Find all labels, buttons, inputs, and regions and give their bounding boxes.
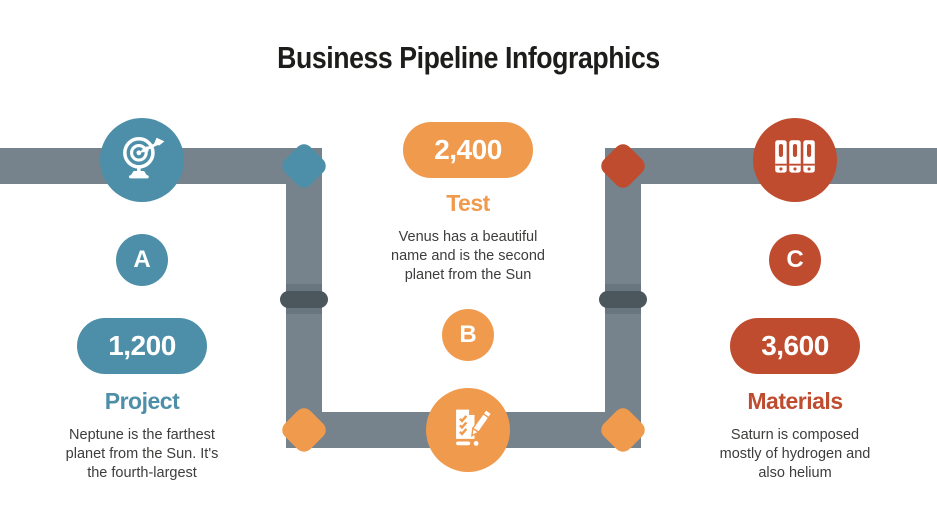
pipe-coupling-left	[280, 291, 328, 308]
binders-icon	[770, 137, 820, 184]
page-title: Business Pipeline Infographics	[277, 40, 660, 75]
stage-b-letter: B	[459, 321, 477, 348]
stage-c-value: 3,600	[761, 330, 829, 361]
stage-a-value-pill: 1,200	[77, 318, 207, 374]
stage-a-value: 1,200	[108, 330, 176, 361]
target-icon	[117, 133, 167, 188]
stage-c-letter: C	[786, 246, 804, 273]
stage-a-icon-circle	[100, 118, 184, 202]
stage-b-description: Venus has a beautiful name and is the se…	[391, 229, 545, 284]
stage-c-value-pill: 3,600	[730, 318, 860, 374]
stage-a-letter-badge: A	[116, 234, 168, 286]
stage-a-description: Neptune is the farthest planet from the …	[65, 427, 219, 482]
checklist-icon	[442, 402, 494, 459]
stage-c-description: Saturn is composed mostly of hydrogen an…	[719, 427, 871, 482]
stage-c-label: Materials	[747, 388, 843, 414]
stage-c-letter-badge: C	[769, 234, 821, 286]
pipe-coupling-right	[599, 291, 647, 308]
stage-a-label: Project	[104, 388, 180, 414]
stage-b-value-pill: 2,400	[403, 122, 533, 178]
stage-c-icon-circle	[753, 118, 837, 202]
stage-b-label: Test	[446, 190, 490, 216]
stage-b-icon-circle	[426, 388, 510, 472]
stage-b-letter-badge: B	[442, 309, 494, 361]
stage-a-letter: A	[133, 246, 151, 273]
stage-b-value: 2,400	[434, 134, 502, 165]
